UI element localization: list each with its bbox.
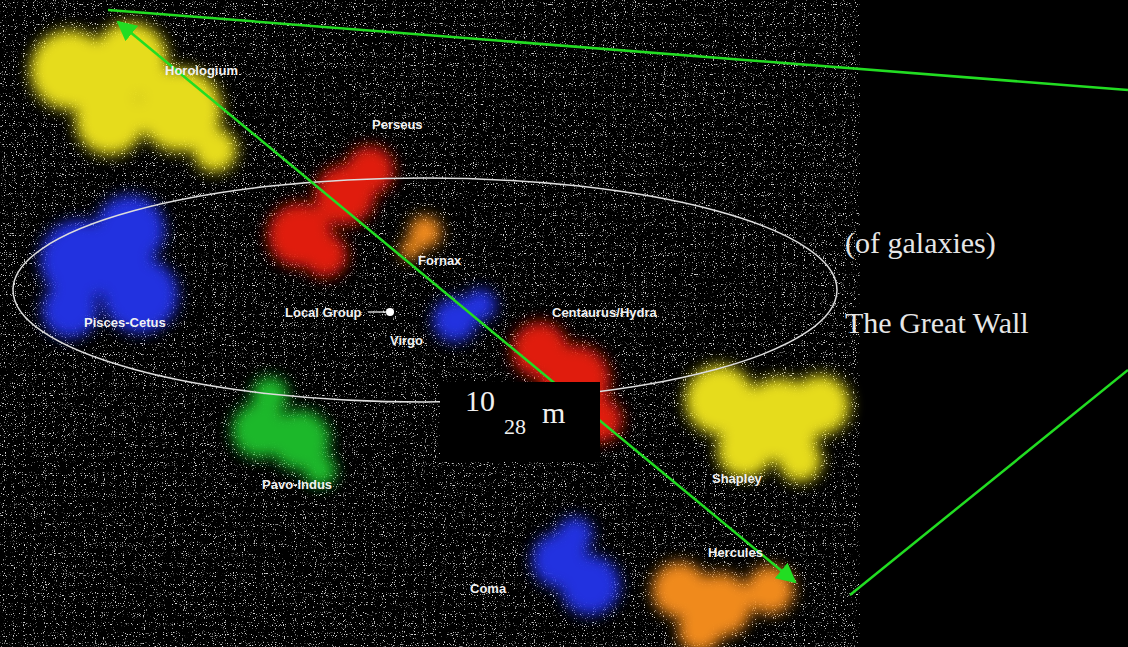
caption-text: The Great Wall <box>845 308 1029 338</box>
cluster-name: Pisces-Cetus <box>84 316 166 329</box>
supercluster-blobs <box>30 22 850 647</box>
scale-exponent: 28 <box>504 416 526 438</box>
cluster-name: Virgo <box>390 334 423 347</box>
cluster-name: Fornax <box>418 254 461 267</box>
cluster-name: Hercules <box>708 546 763 559</box>
cluster-name: Pavo-Indus <box>262 478 332 491</box>
cluster-name: Perseus <box>372 118 423 131</box>
cluster-name: Horologium <box>165 64 238 77</box>
orbit-ellipse <box>13 178 837 402</box>
cluster-name: Coma <box>470 582 506 595</box>
cluster-name: Local Group <box>285 306 362 319</box>
caption-text: (of galaxies) <box>845 228 996 258</box>
view-line <box>850 370 1128 595</box>
cluster-name: Shapley <box>712 472 762 485</box>
view-line <box>108 10 1128 90</box>
cluster-name: Centaurus/Hydra <box>552 306 657 319</box>
scale-arrow <box>118 22 795 582</box>
star-field <box>0 0 860 647</box>
local-group-dot <box>386 308 394 316</box>
scale-unit: m <box>542 398 565 428</box>
scale-patch <box>440 382 600 462</box>
scale-number: 10 <box>465 386 495 416</box>
leader-line <box>368 311 386 312</box>
